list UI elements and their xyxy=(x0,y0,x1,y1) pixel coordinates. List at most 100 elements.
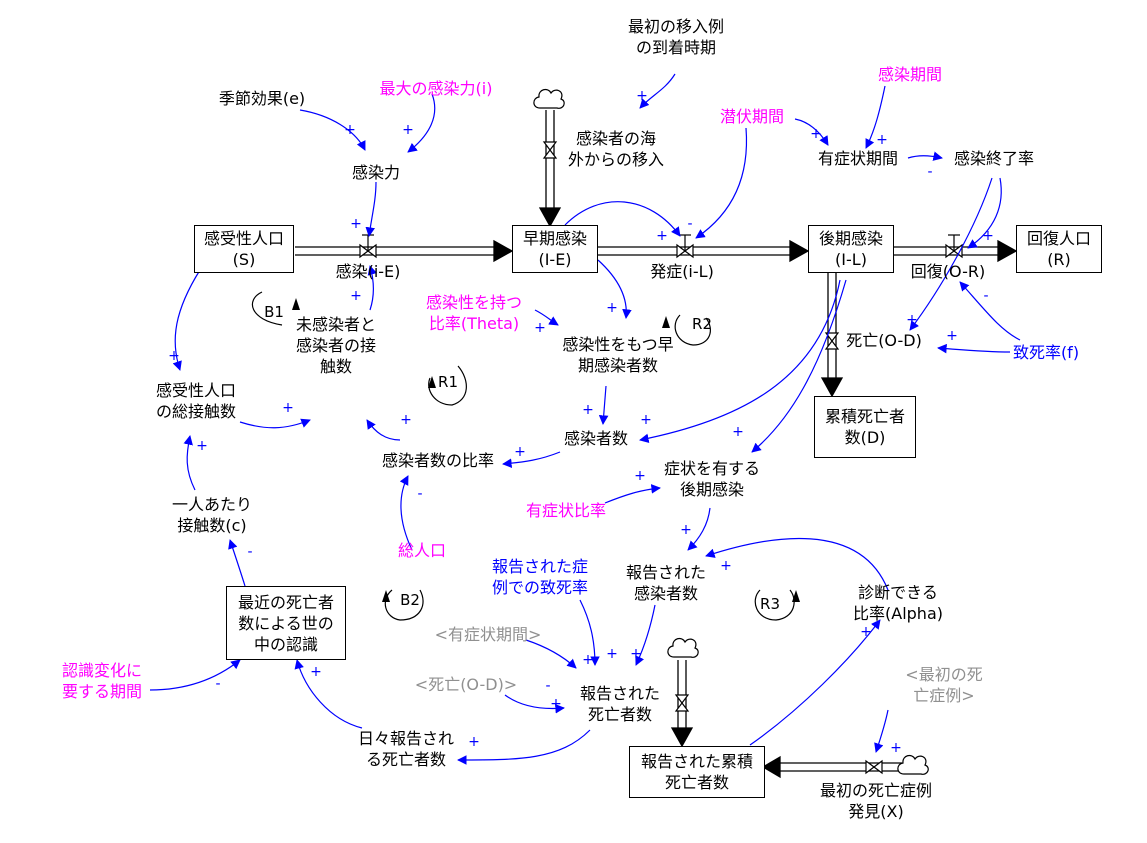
link-shadowdeath-deaths xyxy=(504,694,565,714)
polarity-sign: + xyxy=(534,320,546,336)
stock-recovered-symbol: (R) xyxy=(1047,250,1071,269)
flow-recovery[interactable]: 回復(O-R) xyxy=(910,262,986,281)
var-infected[interactable]: 感染者数 xyxy=(563,429,629,448)
link-import-ie xyxy=(639,73,676,109)
param-alpha-line1: 診断できる xyxy=(858,583,938,602)
polarity-sign: + xyxy=(514,444,526,460)
valve-infection xyxy=(359,234,377,259)
polarity-sign: + xyxy=(720,558,732,574)
link-il-infected xyxy=(639,279,841,444)
param-theta-line2: 比率(Theta) xyxy=(428,314,520,333)
var-reported-cases[interactable]: 報告された 感染者数 xyxy=(626,562,706,604)
stock-recovered-name: 回復人口 xyxy=(1026,229,1091,248)
stock-cumulative-deaths[interactable]: 累積死亡者 数(D) xyxy=(814,396,916,458)
polarity-sign: + xyxy=(550,696,562,712)
polarity-sign: + xyxy=(350,288,362,304)
polarity-sign: + xyxy=(402,122,414,138)
stock-early-infection[interactable]: 早期感染 (I-E) xyxy=(512,225,598,273)
flow-first-death[interactable]: 最初の死亡症例 発見(X) xyxy=(820,780,932,822)
stock-susceptible[interactable]: 感受性人口 (S) xyxy=(194,225,294,273)
var-contacts[interactable]: 未感染者と 感染者の接 触数 xyxy=(296,314,376,377)
link-reportedcases-deaths xyxy=(635,604,656,666)
var-infectious-early[interactable]: 感染性をもつ早 期感染者数 xyxy=(562,334,673,376)
stock-recent-perception[interactable]: 最近の死亡者 数による世の 中の認識 xyxy=(226,586,346,660)
param-total-population[interactable]: 総人口 xyxy=(397,541,447,560)
flow-first-death-line1: 最初の死亡症例 xyxy=(819,781,933,800)
shadow-first-death-case[interactable]: <最初の死 亡症例> xyxy=(905,664,982,706)
flow-import-line2: 外からの移入 xyxy=(567,150,665,169)
cloud-first-death xyxy=(897,754,929,775)
polarity-sign: + xyxy=(468,734,480,750)
polarity-sign: + xyxy=(906,312,918,328)
param-symptom-ratio[interactable]: 有症状比率 xyxy=(525,501,607,520)
param-latency-period[interactable]: 潜伏期間 xyxy=(719,107,785,126)
link-seasonal-force xyxy=(299,109,366,151)
var-per-capita-contacts[interactable]: 一人あたり 接触数(c) xyxy=(172,494,252,536)
polarity-sign: - xyxy=(417,486,423,502)
var-daily-reported-deaths[interactable]: 日々報告され る死亡者数 xyxy=(358,728,454,770)
param-reported-cfr[interactable]: 報告された症 例での致死率 xyxy=(492,556,588,598)
var-infected-ratio[interactable]: 感染者数の比率 xyxy=(381,451,495,470)
var-seasonal-effect[interactable]: 季節効果(e) xyxy=(218,89,306,108)
var-infection-end-rate[interactable]: 感染終了率 xyxy=(953,149,1035,168)
stock-reported-cumulative-deaths[interactable]: 報告された累積 死亡者数 xyxy=(629,746,765,798)
link-endrate-recovery xyxy=(967,177,1002,249)
flow-pipe-infection xyxy=(295,239,514,263)
param-fatality-rate[interactable]: 致死率(f) xyxy=(1012,343,1080,362)
stock-recent-perception-line3: 中の認識 xyxy=(253,634,318,654)
var-first-import-timing[interactable]: 最初の移入例 の到着時期 xyxy=(628,16,724,58)
shadow-first-death-line1: <最初の死 xyxy=(905,665,983,684)
stock-cumulative-deaths-line2: 数(D) xyxy=(844,428,886,447)
var-force-of-infection[interactable]: 感染力 xyxy=(351,163,401,182)
var-symptom-period[interactable]: 有症状期間 xyxy=(817,149,899,168)
param-infection-period[interactable]: 感染期間 xyxy=(877,65,943,84)
polarity-sign: + xyxy=(350,216,362,232)
param-diagnosis-alpha[interactable]: 診断できる 比率(Alpha) xyxy=(853,582,943,624)
flow-import[interactable]: 感染者の海 外からの移入 xyxy=(568,128,664,170)
loop-symbol-r1 xyxy=(428,365,467,406)
var-symptomatic-late[interactable]: 症状を有する 後期感染 xyxy=(664,458,760,500)
var-first-import-line1: 最初の移入例 xyxy=(627,17,725,36)
flow-onset[interactable]: 発症(i-L) xyxy=(650,262,714,281)
polarity-sign: + xyxy=(634,468,646,484)
var-contacts-line3: 触数 xyxy=(319,357,353,376)
polarity-sign: - xyxy=(545,678,551,694)
link-symptomatic-reported xyxy=(687,507,711,551)
polarity-sign: + xyxy=(680,522,692,538)
stock-susceptible-symbol: (S) xyxy=(232,250,256,269)
var-susceptible-contacts[interactable]: 感受性人口 の総接触数 xyxy=(156,380,236,422)
flow-pipe-onset xyxy=(598,239,810,263)
link-s-scontacts xyxy=(172,269,201,371)
link-recent-percapita xyxy=(228,539,246,587)
flow-death[interactable]: 死亡(O-D) xyxy=(846,331,922,350)
shadow-death[interactable]: <死亡(O-D)> xyxy=(414,675,518,694)
stock-recovered[interactable]: 回復人口 (R) xyxy=(1016,225,1102,273)
var-reported-deaths[interactable]: 報告された 死亡者数 xyxy=(580,683,660,725)
param-max-force[interactable]: 最大の感染力(i) xyxy=(379,79,493,98)
stock-susceptible-name: 感受性人口 xyxy=(203,229,284,248)
shadow-symptom-period[interactable]: <有症状期間> xyxy=(434,625,542,644)
var-contacts-line2: 感染者の接 xyxy=(295,336,377,355)
var-daily-deaths-line2: る死亡者数 xyxy=(365,750,447,769)
loop-symbol-r2 xyxy=(674,314,711,346)
polarity-sign: + xyxy=(636,88,648,104)
var-reported-cases-line1: 報告された xyxy=(625,563,707,582)
valve-import xyxy=(542,141,558,159)
var-reported-cases-line2: 感染者数 xyxy=(633,584,699,603)
stock-reported-cumulative-deaths-line2: 死亡者数 xyxy=(664,773,729,792)
link-infectious-infected xyxy=(598,385,609,425)
polarity-sign: + xyxy=(732,424,744,440)
link-reportedcfr-deaths xyxy=(579,599,600,666)
valve-first-death xyxy=(865,759,883,775)
param-perception-time[interactable]: 認識変化に 要する期間 xyxy=(62,660,142,702)
link-ratio-contacts xyxy=(366,419,401,441)
flow-infection[interactable]: 感染(i-E) xyxy=(335,262,401,281)
polarity-sign: + xyxy=(344,122,356,138)
stock-late-infection[interactable]: 後期感染 (I-L) xyxy=(808,225,894,273)
link-theta-infectious xyxy=(534,309,559,326)
loop-label-b1: B1 xyxy=(264,303,284,321)
param-theta[interactable]: 感染性を持つ 比率(Theta) xyxy=(426,292,522,334)
polarity-sign: + xyxy=(860,624,872,640)
polarity-sign: - xyxy=(927,164,933,180)
var-reported-deaths-line2: 死亡者数 xyxy=(587,705,653,724)
